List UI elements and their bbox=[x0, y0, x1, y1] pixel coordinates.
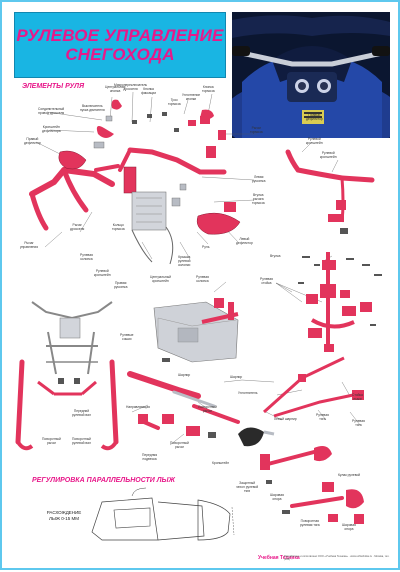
label-guide: Направляющая bbox=[126, 405, 150, 409]
steering-column-drawing bbox=[285, 149, 382, 352]
label-ball-joint-2: Шаровая опора bbox=[342, 523, 356, 531]
label-swing-shaft: Поворотный рулевой вал bbox=[72, 437, 91, 445]
label-throttle-wire: Соединительный провод дросселя bbox=[38, 107, 65, 115]
label-swing-arm-2: Поворотный рычаг bbox=[170, 441, 189, 449]
steering-linkage-drawing bbox=[127, 356, 364, 524]
label-steering-post: Рулевая стойка bbox=[260, 277, 273, 285]
label-front-shaft: Передний рулевой вал bbox=[72, 409, 91, 417]
label-left-grip: Левая рукоятка bbox=[252, 175, 266, 183]
label-ski-post: Стойка лыжи bbox=[352, 393, 363, 401]
label-lock-button: Кнопка фиксации bbox=[141, 87, 157, 95]
label-start-switch: Выключатель пуска двигателя bbox=[80, 104, 105, 112]
label-seal: Уплотнитель bbox=[238, 391, 258, 395]
label-throttle-switch: Микропереключатель дросселя bbox=[114, 83, 148, 91]
page-title: РУЛЕВОЕ УПРАВЛЕНИЕ СНЕГОХОДА bbox=[16, 26, 224, 64]
label-throttle-lever: Рычаг дросселя bbox=[70, 223, 85, 231]
snowmobile-photo bbox=[232, 12, 390, 138]
label-button-seal: Уплотнение кнопки bbox=[182, 93, 201, 101]
label-handlebar: Руль bbox=[202, 245, 210, 249]
label-bushing: Втулка bbox=[270, 254, 281, 258]
label-center-button: Центральная кнопка bbox=[105, 85, 126, 93]
label-front-suspension: Передняя подвеска bbox=[142, 453, 158, 461]
label-center-bracket: Центральный кронштейн bbox=[150, 275, 171, 283]
label-brake-lever-bushing: Втулка рычага тормоза bbox=[252, 193, 265, 205]
handlebar-left-drawing bbox=[29, 150, 120, 231]
label-swing-tie-rod: Поворотная рулевая тяга bbox=[300, 519, 320, 527]
label-boot: Защитный чехол рулевой тяги bbox=[236, 481, 259, 493]
ski-toe-note: РАСХОЖДЕНИЕ ЛЫЖ 0-15 ММ bbox=[46, 510, 82, 521]
label-brake-button: Кнопка тормоза bbox=[202, 85, 215, 93]
label-steering-bracket-1: Рулевой кронштейн bbox=[94, 269, 111, 277]
label-swing-arm-3: Поворотный рычаг bbox=[42, 437, 61, 445]
frame-bracket-drawing bbox=[153, 298, 239, 363]
label-right-deflector-2: Правый дефлектор bbox=[306, 113, 323, 121]
label-tie-rod-2: Рулевая тяга bbox=[352, 419, 365, 427]
label-deflector-bracket: Кронштейн дефлектора bbox=[42, 125, 61, 133]
label-column-cover: Крышка рулевой колонки bbox=[178, 255, 191, 267]
label-tie-rod-1: Рулевая тяга bbox=[316, 413, 329, 421]
label-bracket-bottom: Кронштейн bbox=[212, 461, 230, 465]
label-swing-arm-1: Поворотный рычаг bbox=[198, 405, 217, 413]
label-steering-bracket-2: Рулевой кронштейн bbox=[306, 137, 323, 145]
label-brake-ring: Кольцо тормоза bbox=[112, 223, 125, 231]
front-suspension-drawing bbox=[15, 301, 119, 451]
label-right-grip: Правая рукоятка bbox=[114, 281, 128, 289]
publisher-info: Разработано и изготовлено ООО «Учебная Т… bbox=[284, 555, 390, 561]
snowmobile-photo-drawing bbox=[232, 12, 390, 138]
label-joint-1: Шарнир bbox=[230, 375, 243, 379]
label-control-lever: Рычаг управления bbox=[20, 241, 38, 249]
label-steering-arms: Рулевые сошки bbox=[120, 333, 134, 341]
title-panel: РУЛЕВОЕ УПРАВЛЕНИЕ СНЕГОХОДА bbox=[14, 12, 226, 78]
label-brake-lever: Рычаг тормоза bbox=[250, 126, 263, 134]
handlebar-assembly bbox=[93, 99, 241, 265]
publisher-logo: Учебная Техника bbox=[258, 555, 300, 561]
ski-alignment-drawing bbox=[91, 487, 235, 541]
section-title-handlebar: ЭЛЕМЕНТЫ РУЛЯ bbox=[22, 83, 85, 90]
label-right-deflector: Правый дефлектор bbox=[24, 137, 41, 145]
label-joint-2: Шарнир bbox=[178, 373, 191, 377]
label-steering-knuckle: Кулак рулевой bbox=[338, 473, 361, 477]
label-steering-column-2: Рулевая колонка bbox=[196, 275, 209, 283]
section-title-ski-alignment: РЕГУЛИРОВКА ПАРАЛЛЕЛЬНОСТИ ЛЫЖ bbox=[32, 477, 176, 484]
label-ball-joint-1: Шаровая опора bbox=[270, 493, 284, 501]
label-brake-cable: Трос тормоза bbox=[168, 98, 181, 106]
label-steering-column-1: Рулевая колонка bbox=[80, 253, 93, 261]
label-left-deflector: Левый дефлектор bbox=[236, 237, 253, 245]
label-steering-bracket-3: Рулевой кронштейн bbox=[320, 151, 337, 159]
label-left-joint: Левый шарнир bbox=[274, 417, 297, 421]
